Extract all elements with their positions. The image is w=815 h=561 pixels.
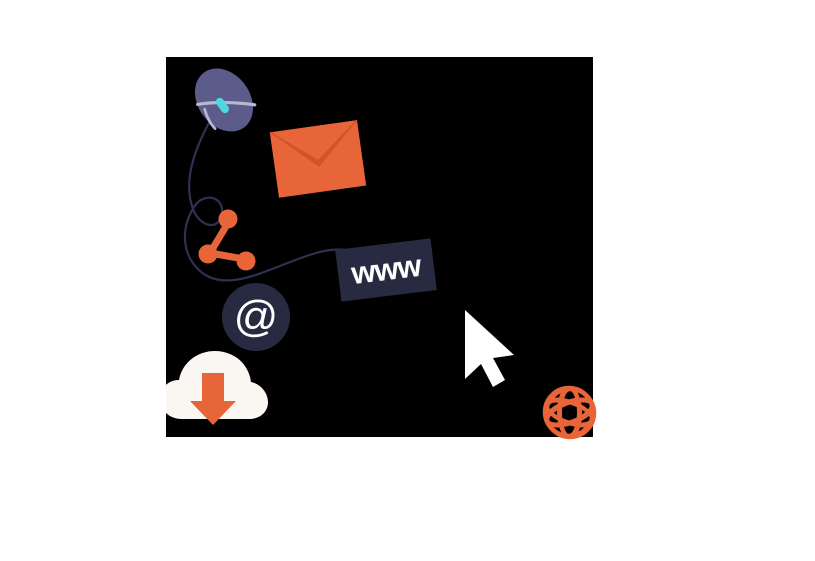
computer-mouse-icon xyxy=(194,68,257,132)
mouse-cursor-arrow xyxy=(465,310,514,387)
panel-artwork: www @ xyxy=(166,68,593,437)
globe-icon-overflow xyxy=(543,386,597,440)
cloud-download-icon xyxy=(166,351,268,425)
at-symbol-badge[interactable]: @ xyxy=(222,283,290,351)
www-badge-background xyxy=(335,238,437,302)
envelope-mail-icon xyxy=(269,119,367,198)
at-badge-label: @ xyxy=(234,292,279,341)
illustration-panel: www @ xyxy=(166,57,593,437)
envelope-flap-edge xyxy=(269,119,358,162)
www-badge[interactable]: www xyxy=(335,238,437,302)
www-badge-label: www xyxy=(348,248,424,292)
mouse-scroll-wheel xyxy=(215,97,230,114)
share-network-icon xyxy=(198,209,256,271)
share-node-top xyxy=(218,209,238,229)
share-node-right xyxy=(236,251,256,271)
download-arrow xyxy=(190,373,236,425)
share-node-left xyxy=(198,244,218,264)
at-badge-background xyxy=(222,283,290,351)
envelope-flap xyxy=(269,120,357,161)
mouse-cable xyxy=(183,105,380,282)
